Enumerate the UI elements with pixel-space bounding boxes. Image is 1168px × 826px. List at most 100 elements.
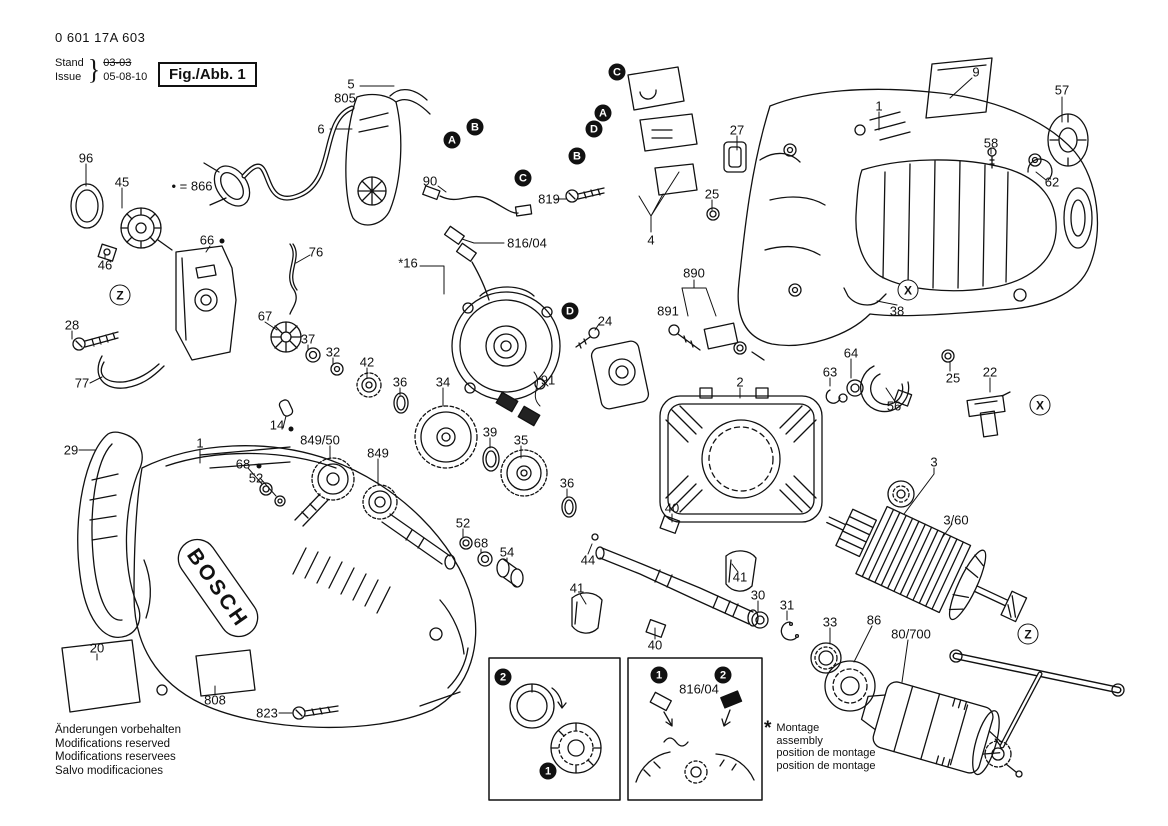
part-callout-62-12: 62 [1044,174,1060,190]
retaining-clip-62 [1027,158,1053,181]
part-callout-6-2: 6 [317,121,325,137]
part-callout-360-51: 3/60 [943,512,969,528]
mount-plate-22 [966,391,1011,438]
bearing-33 [810,642,842,674]
part-callout-3-50: 3 [930,454,938,470]
ring-68-mid [477,551,493,567]
part-callout-41-55: 41 [569,580,585,596]
washer-30 [751,611,769,629]
modification-notes: Änderungen vorbehalten Modifications res… [55,724,181,778]
part-callout-91-31: 91 [540,372,556,388]
part-callout-27-6: 27 [729,122,745,138]
armature [826,505,1028,623]
part-callout-33-62: 33 [822,614,838,630]
screw-819 [565,187,605,203]
part-866-dot-2 [256,463,262,469]
part-callout-9-8: 9 [972,64,980,80]
montage-line-1: Montage [776,722,820,734]
pin-14 [278,399,294,417]
part-callout-52-48: 52 [248,470,264,486]
part-callout-66-16: 66 [199,232,215,248]
part-callout-819-4: 819 [538,191,560,207]
note-fr: Modifications reservees [55,751,176,763]
part-callout-22-37: 22 [982,364,998,380]
shaft-tip-44 [591,533,599,541]
sleeve-54 [496,558,524,588]
part-callout-39-40: 39 [482,424,498,440]
part-callout-891-27: 891 [657,303,679,319]
part-callout-45-14: 45 [114,174,130,190]
part-callout-2-32: 2 [736,374,744,390]
part-callout-4-5: 4 [647,232,655,248]
part-callout-54-59: 54 [499,544,515,560]
part-callout-64-33: 64 [843,345,859,361]
part-callout-38-28: 38 [889,303,905,319]
name-plate-20 [61,639,141,713]
part-callout-46-39: 46 [97,257,113,273]
spindle-shaft [595,546,759,627]
drill-chuck [860,681,1004,776]
part-callout-68-58: 68 [473,535,489,551]
part-callout-90-3: 90 [422,173,438,189]
montage-line-4: position de montage [776,759,876,772]
note-es: Salvo modificaciones [55,764,164,777]
shell-41-lower [571,592,603,634]
ring-36-right [561,496,577,518]
part-callout-36-49: 36 [559,475,575,491]
part-callout-25-35: 25 [945,370,961,386]
ring-39 [482,446,500,472]
ring-36-left [393,392,409,414]
ref-marker-2-8: 2 [494,668,512,686]
spring-clip-38 [843,287,887,306]
main-gear-34 [414,405,478,469]
ref-marker-C-6: C [514,169,532,187]
retaining-clip-77 [97,355,165,389]
part-callout-20-65: 20 [89,640,105,656]
screw-823 [292,705,339,720]
brush-plate [495,340,650,427]
issue-value: 05-08-10 [103,71,148,83]
part-callout-57-10: 57 [1054,82,1070,98]
inset-assembly-2 [627,657,763,801]
ref-marker-B-1: B [466,118,484,136]
part-callout-44-54: 44 [580,552,596,568]
part-callout-25-7: 25 [704,186,720,202]
field-stator [659,387,823,523]
montage-line-2: assembly [776,734,823,747]
power-cord-and-plug [203,105,355,207]
part-callout-1-46: 1 [196,435,204,451]
note-en: Modifications reserved [55,737,171,750]
note-de: Änderungen vorbehalten [55,724,181,736]
switch-assembly [627,66,698,196]
issue-block: Stand Issue } 03-03 05-08-10 [55,55,148,84]
ref-marker-D-7: D [561,302,579,320]
ref-marker-1-10: 1 [650,666,668,684]
washer-25-right [941,349,955,363]
part-callout-29-45: 29 [63,442,79,458]
part-callout-849-44: 849 [367,445,389,461]
part-callout-42-24: 42 [359,354,375,370]
part-callout-81604-68: 816/04 [679,681,719,697]
part-callout-81604-18: 816/04 [507,235,547,251]
circlip-31 [780,621,800,641]
bearing-cover-57 [1047,113,1089,167]
washer-32 [330,362,344,376]
montage-note: * Montage assembly position de montage p… [764,719,876,772]
part-callout-1-9: 1 [875,98,883,114]
part-callout-35-41: 35 [513,432,529,448]
part-callout-37-22: 37 [300,331,316,347]
part-callout-67-20: 67 [257,308,273,324]
ref-marker-X-14: X [1029,394,1051,416]
adjust-knob-group [70,183,173,262]
part-callout-30-60: 30 [750,587,766,603]
ref-marker-A-0: A [443,131,461,149]
fan-67 [270,321,302,353]
block-40-upper [659,514,681,534]
part-callout-58-11: 58 [983,135,999,151]
bearing-bracket-66 [175,245,237,361]
stand-value: 03-03 [103,57,132,69]
switch-lead-wire [422,185,533,217]
